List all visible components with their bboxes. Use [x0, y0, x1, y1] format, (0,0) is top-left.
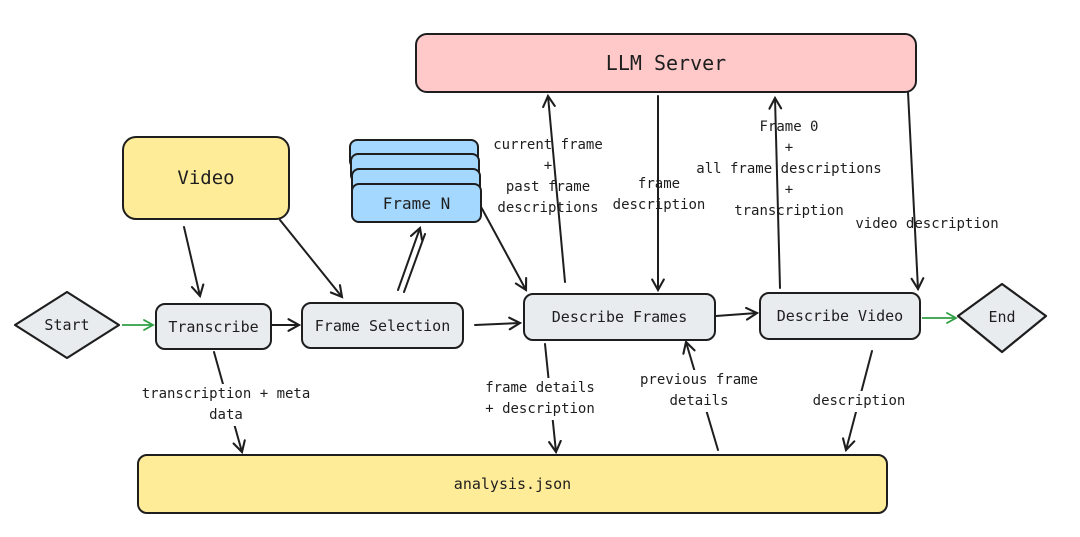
edge-label-video-description: video description	[855, 216, 999, 232]
end-label: End	[988, 308, 1016, 326]
frame-stack: Frame N	[349, 139, 483, 225]
describe-frames-to-describe-video-arrow	[715, 306, 760, 321]
start-label: Start	[44, 316, 90, 334]
edge-label-frame-description: frame description	[612, 176, 706, 213]
llm-server-label: LLM Server	[605, 51, 727, 75]
describe-video-label: Describe Video	[776, 307, 904, 325]
end-diamond	[956, 282, 1048, 354]
video-label: Video	[177, 167, 235, 189]
analysis-json-node: analysis.json	[137, 454, 888, 514]
frame-n-label: Frame N	[382, 193, 451, 213]
describe-video-to-llm-arrow	[768, 95, 783, 289]
frame-selection-label: Frame Selection	[314, 316, 451, 335]
frame-selection-to-frames-arrow-2	[403, 233, 426, 293]
frame-card-n: Frame N	[351, 183, 482, 223]
start-diamond	[13, 290, 121, 360]
describe-frames-label: Describe Frames	[551, 308, 688, 326]
edge-label-previous-frame: previous frame details	[639, 370, 759, 412]
edge-label-transcription-meta: transcription + meta data	[141, 384, 311, 426]
transcribe-node: Transcribe	[155, 303, 272, 350]
describe-frames-to-llm-arrow	[542, 93, 566, 283]
analysis-json-label: analysis.json	[453, 475, 572, 493]
describe-frames-node: Describe Frames	[523, 293, 716, 341]
frame-selection-to-frames-arrow	[397, 225, 424, 291]
edge-label-current-frame: current frame + past frame descriptions	[493, 137, 603, 216]
video-node: Video	[122, 136, 290, 220]
video-to-frame-selection-arrow	[279, 219, 344, 299]
video-to-transcribe-arrow	[183, 226, 205, 299]
frame-selection-node: Frame Selection	[301, 302, 464, 349]
llm-to-describe-video-arrow	[907, 91, 925, 292]
frame-selection-to-describe-frames-arrow	[474, 316, 523, 331]
frames-to-describe-frames-arrow	[479, 204, 528, 292]
edge-label-description: description	[812, 391, 906, 412]
edge-label-frame-details: frame details + description	[485, 378, 595, 420]
transcribe-label: Transcribe	[168, 317, 259, 336]
describe-video-node: Describe Video	[759, 292, 921, 340]
llm-server-node: LLM Server	[415, 33, 917, 93]
edge-label-frame0-all: Frame 0 + all frame descriptions + trans…	[696, 119, 882, 219]
